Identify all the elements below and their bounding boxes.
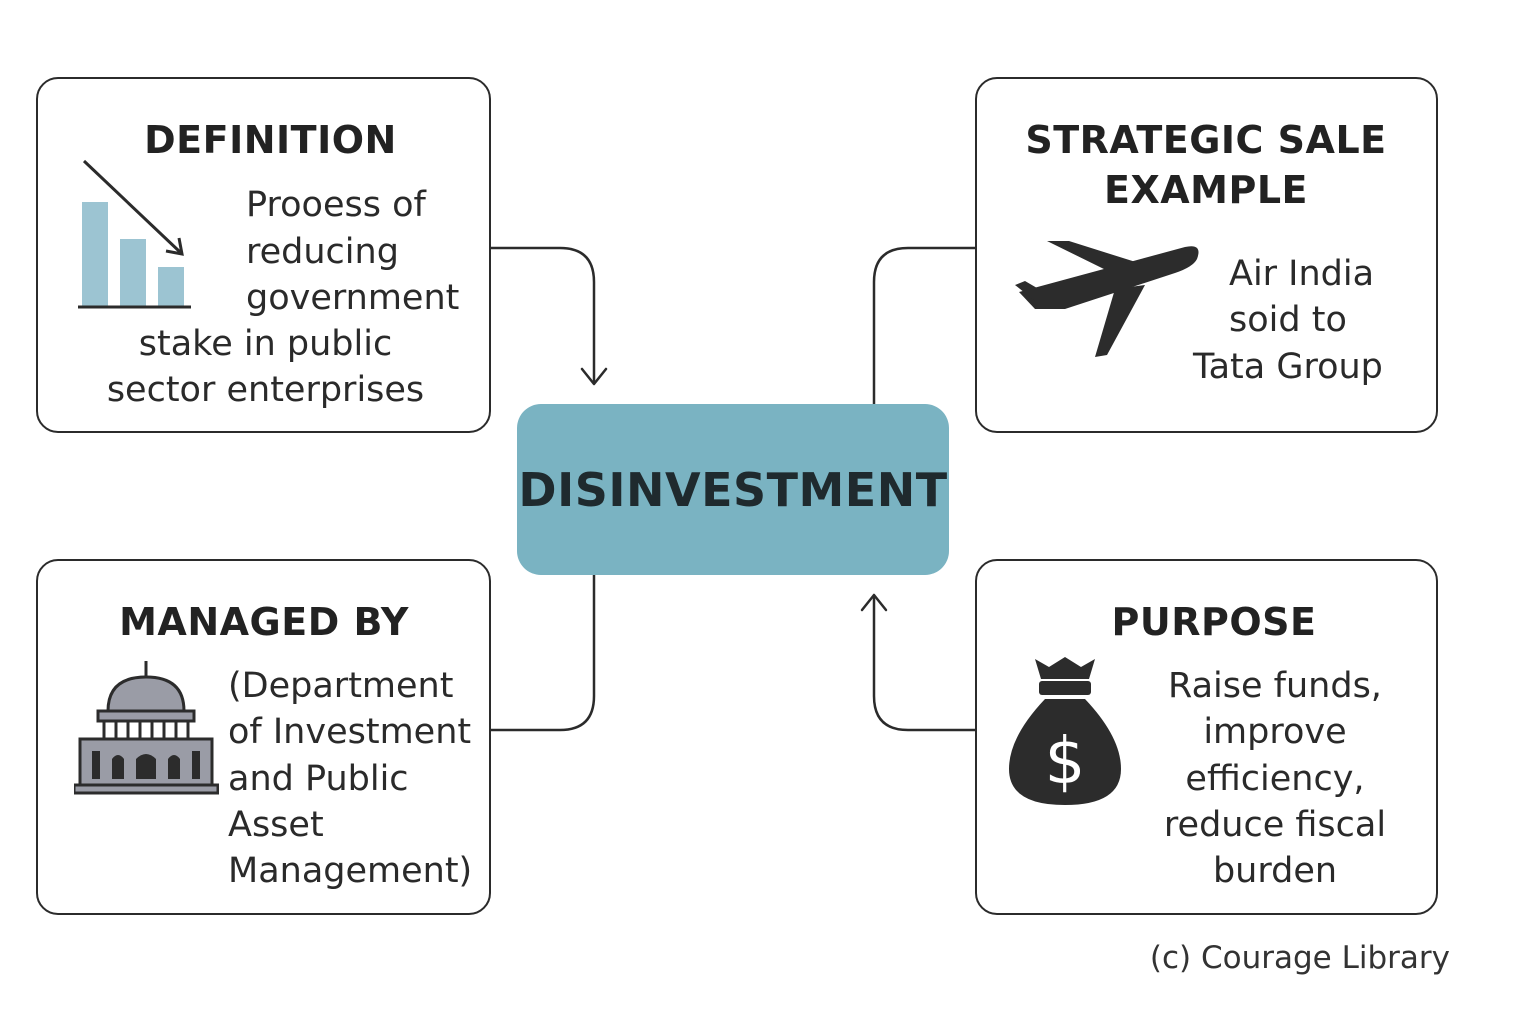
managed-by-line-5: Management) (228, 851, 473, 891)
chart-bar-1 (82, 202, 108, 306)
definition-line-2: reducing (246, 232, 399, 272)
purpose-line-2: improve (1203, 712, 1347, 752)
strategic-sale-title-line-1: STRATEGIC SALE (1025, 118, 1387, 162)
purpose-box: PURPOSE $ Raise funds, improve efficienc… (975, 559, 1438, 915)
definition-line-5: sector enterprises (106, 370, 425, 410)
managed-by-line-1: (Department (228, 666, 454, 706)
dollar-sign: $ (1045, 725, 1086, 799)
airplane-icon (1015, 241, 1199, 357)
money-bag-icon: $ (1009, 657, 1121, 805)
strategic-sale-title-line-2: EXAMPLE (1103, 168, 1308, 212)
connector-strategic-sale (872, 246, 977, 406)
declining-bar-chart-icon (78, 159, 191, 309)
purpose-line-3: efficiency, (1185, 759, 1365, 799)
strategic-sale-line-1: Air India (1229, 254, 1375, 294)
arrowhead-purpose (860, 593, 888, 612)
center-node: DISINVESTMENT (517, 404, 949, 575)
strategic-sale-box: STRATEGIC SALE EXAMPLE Air India soid to… (975, 77, 1438, 433)
arrowhead-definition (580, 367, 608, 386)
definition-line-1: Prooess of (246, 185, 426, 225)
managed-by-box: MANAGED BY (Department of Investment (36, 559, 491, 915)
chart-bar-2 (120, 239, 146, 306)
center-label: DISINVESTMENT (518, 462, 948, 517)
definition-line-3: government (246, 278, 460, 318)
chart-bar-3 (158, 267, 184, 306)
managed-by-line-4: Asset (228, 805, 324, 845)
purpose-line-1: Raise funds, (1168, 666, 1382, 706)
purpose-title: PURPOSE (1111, 600, 1317, 644)
purpose-line-4: reduce fiscal (1163, 805, 1387, 845)
strategic-sale-line-3: Tata Group (1193, 347, 1383, 387)
connector-purpose (872, 596, 977, 732)
connector-managed-by (489, 573, 596, 732)
copyright-credit: (c) Courage Library (1149, 940, 1450, 976)
managed-by-title: MANAGED BY (119, 600, 409, 644)
managed-by-line-2: of Investment (228, 712, 472, 752)
connector-definition (489, 246, 596, 384)
definition-box: DEFINITION Prooess of reducing governmen… (36, 77, 491, 433)
strategic-sale-line-2: soid to (1229, 300, 1347, 340)
managed-by-line-3: and Public (228, 759, 409, 799)
government-building-icon (74, 661, 219, 795)
definition-line-4: stake in public (138, 324, 393, 364)
definition-title: DEFINITION (144, 118, 397, 162)
purpose-line-5: burden (1212, 851, 1338, 891)
